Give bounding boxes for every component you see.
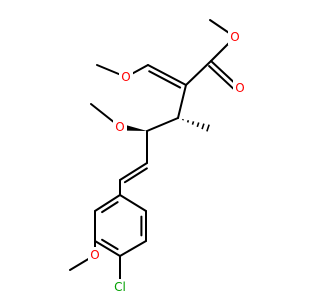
bond-carbonyl-double — [208, 65, 237, 92]
oxygen-atom-carbonyl: O — [233, 80, 247, 96]
molecule-structure: O O O O O Cl — [69, 19, 247, 295]
bond-c3-methyl-hashed — [182, 118, 210, 132]
bond-c5-c6-double — [123, 167, 148, 184]
bond-c5-c6 — [119, 162, 148, 181]
oxygen-atom-methoxy-chain: O — [113, 119, 127, 135]
atom-label-o-ester: O — [230, 30, 239, 44]
atom-label-o-methoxy-ring: O — [90, 248, 99, 262]
atom-label-cl: Cl — [114, 280, 126, 294]
bond-c2-vinyl — [147, 64, 187, 86]
atom-label-o-enol-ether: O — [121, 70, 130, 84]
atom-label-o-methoxy-chain: O — [115, 120, 124, 134]
bond-carbonyl-c2 — [185, 60, 212, 86]
hash-stripe — [186, 119, 190, 123]
hash-stripe — [206, 124, 210, 132]
bond-ring-1 — [94, 194, 121, 212]
bond-layer — [69, 19, 241, 288]
atom-label-layer: O O O O O Cl — [88, 29, 247, 295]
bond-ring-4 — [119, 240, 147, 257]
bond-ring-3 — [94, 240, 121, 257]
hash-stripe — [196, 122, 200, 128]
bond-ring-inner-1 — [101, 201, 119, 214]
chlorine-atom: Cl — [110, 279, 130, 295]
oxygen-atom-methoxy-ring: O — [88, 247, 102, 263]
bond-ring-inner-2 — [101, 238, 119, 251]
hash-stripe — [201, 123, 205, 130]
bond-c3-c4 — [146, 117, 179, 132]
oxygen-atom-ester: O — [228, 29, 242, 45]
bond-c2-c3 — [177, 84, 187, 119]
atom-label-o-carbonyl: O — [235, 81, 244, 95]
bond-c2-vinyl-double — [148, 70, 182, 89]
hash-stripe — [191, 121, 195, 125]
oxygen-atom-enol-ether: O — [119, 69, 133, 85]
bond-ring-6 — [119, 194, 147, 212]
